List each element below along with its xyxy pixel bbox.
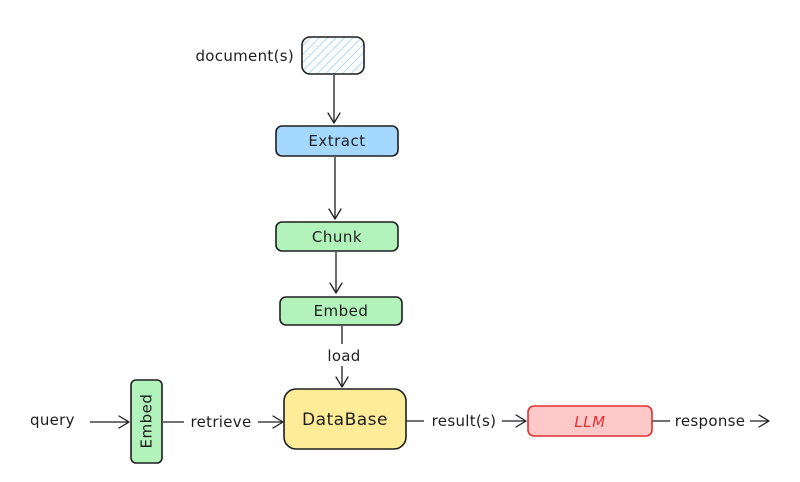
- node-embed-query: Embed: [130, 379, 163, 464]
- database-box: [283, 388, 407, 450]
- edge-extract-chunk: [328, 157, 342, 220]
- document-label: document(s): [195, 47, 294, 65]
- results-label: result(s): [432, 412, 497, 430]
- edge-chunk-embed: [329, 252, 343, 294]
- node-embed: Embed: [279, 296, 403, 326]
- edge-database-llm: [406, 414, 527, 428]
- embed-query-label: Embed: [138, 394, 156, 449]
- llm-label: LLM: [574, 413, 605, 431]
- retrieve-label: retrieve: [190, 413, 251, 431]
- node-extract: Extract: [275, 125, 399, 157]
- edge-document-extract: [327, 75, 341, 124]
- chunk-label: Chunk: [312, 228, 362, 246]
- embed-query-box: [130, 379, 163, 464]
- edge-embed-database: [335, 326, 349, 388]
- database-label: DataBase: [302, 410, 388, 430]
- edge-embed-database-retrieve: [163, 415, 284, 429]
- query-label: query: [30, 411, 75, 429]
- node-chunk: Chunk: [275, 221, 399, 252]
- chunk-box: [275, 221, 399, 252]
- llm-box: [527, 405, 653, 437]
- node-database: DataBase: [283, 388, 407, 450]
- extract-box: [275, 125, 399, 157]
- node-llm: LLM: [527, 405, 653, 437]
- embed-box: [279, 296, 403, 326]
- load-label: load: [327, 347, 360, 365]
- edge-llm-response: [652, 414, 770, 428]
- node-document: document(s): [195, 36, 365, 75]
- extract-label: Extract: [308, 132, 365, 150]
- embed-label: Embed: [314, 302, 369, 320]
- response-label: response: [675, 412, 746, 430]
- edge-query-embed: [90, 415, 130, 429]
